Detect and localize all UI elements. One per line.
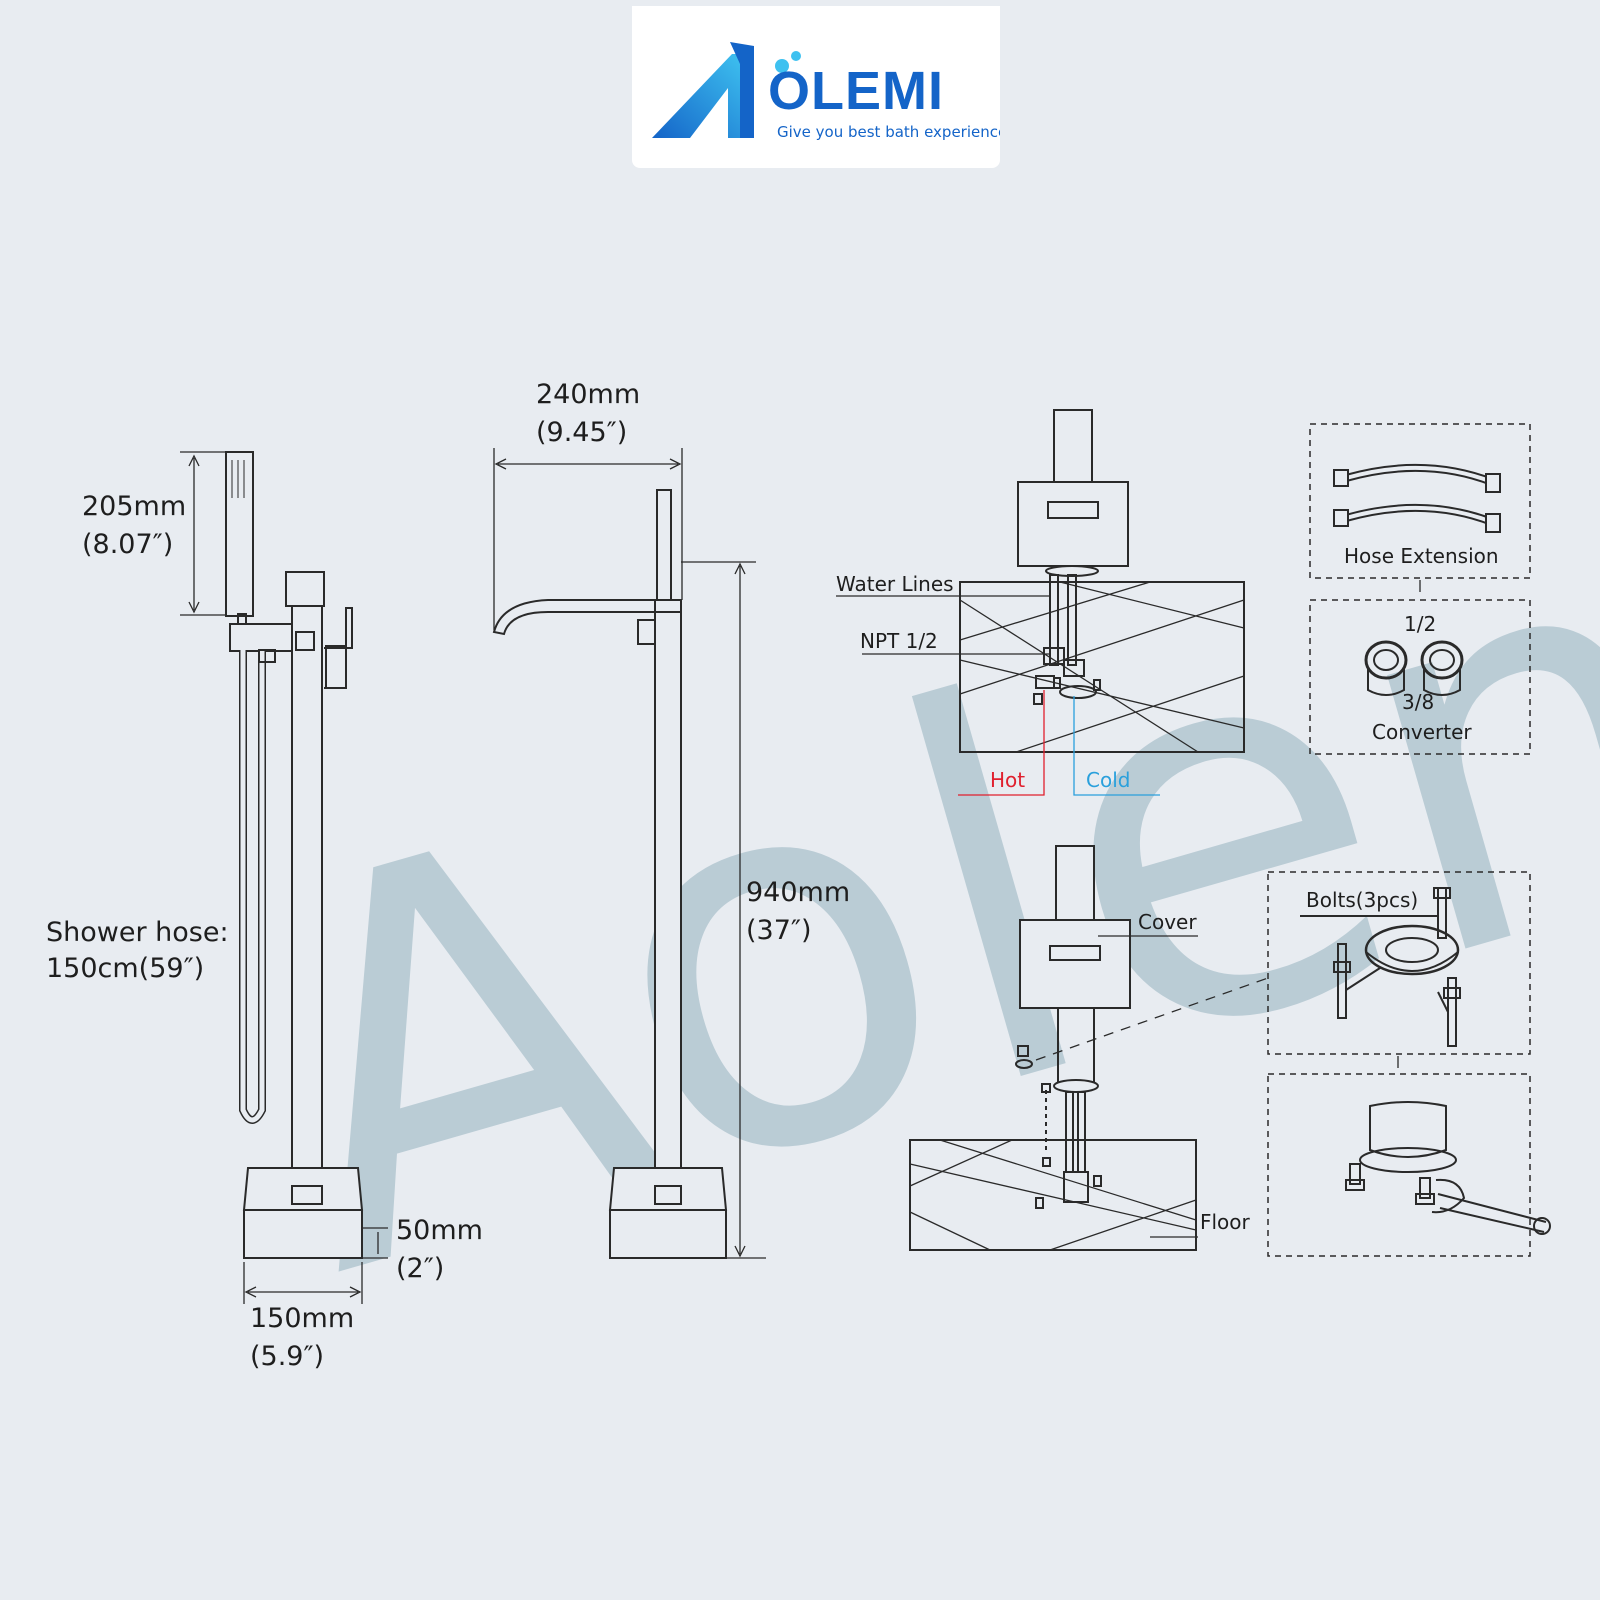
- base-width-inch: (5.9″): [250, 1341, 325, 1372]
- front-view-faucet: [225, 451, 364, 1259]
- npt-label: NPT 1/2: [860, 629, 938, 653]
- logo-wordmark: OLEMI: [768, 61, 944, 121]
- hot-label: Hot: [990, 768, 1026, 792]
- converter-size-top: 1/2: [1404, 612, 1437, 636]
- converter-icon: [1364, 640, 1464, 696]
- logo-card: OLEMI Give you best bath experience: [632, 6, 1007, 168]
- hose-extension-icon: [1333, 463, 1501, 533]
- converter-size-bottom: 3/8: [1402, 690, 1435, 714]
- floor-label: Floor: [1200, 1210, 1250, 1234]
- spout-reach-inch: (9.45″): [536, 417, 628, 448]
- shower-hose-value: 150cm(59″): [46, 953, 205, 984]
- base-height-mm: 50mm: [396, 1215, 483, 1246]
- install-top-diagram: [959, 409, 1245, 753]
- spout-reach-mm: 240mm: [536, 379, 641, 410]
- shower-hose-label: Shower hose:: [46, 917, 229, 948]
- water-lines-label: Water Lines: [836, 572, 954, 596]
- logo-tagline: Give you best bath experience: [777, 123, 1000, 141]
- handshower-height-mm: 205mm: [82, 491, 187, 522]
- hose-extension-label: Hose Extension: [1344, 544, 1499, 568]
- wrench-assembly-icon: [1345, 1101, 1551, 1235]
- base-height-inch: (2″): [396, 1253, 445, 1284]
- converter-label: Converter: [1372, 720, 1472, 744]
- bolts-label: Bolts(3pcs): [1306, 888, 1419, 912]
- handshower-height-inch: (8.07″): [82, 529, 174, 560]
- total-height-inch: (37″): [746, 915, 812, 946]
- side-view-faucet: [492, 489, 728, 1259]
- logo-droplet-icon: [775, 59, 789, 73]
- install-bottom-diagram: [909, 845, 1197, 1251]
- accessory-boxes: [1267, 423, 1531, 1257]
- base-width-mm: 150mm: [250, 1303, 355, 1334]
- total-height-mm: 940mm: [746, 877, 851, 908]
- logo-a-shape: [652, 54, 742, 138]
- aolemi-logo: OLEMI Give you best bath experience: [652, 42, 1007, 141]
- cold-label: Cold: [1086, 768, 1131, 792]
- bolts-ring-icon: [1300, 887, 1461, 1047]
- cover-label: Cover: [1138, 910, 1197, 934]
